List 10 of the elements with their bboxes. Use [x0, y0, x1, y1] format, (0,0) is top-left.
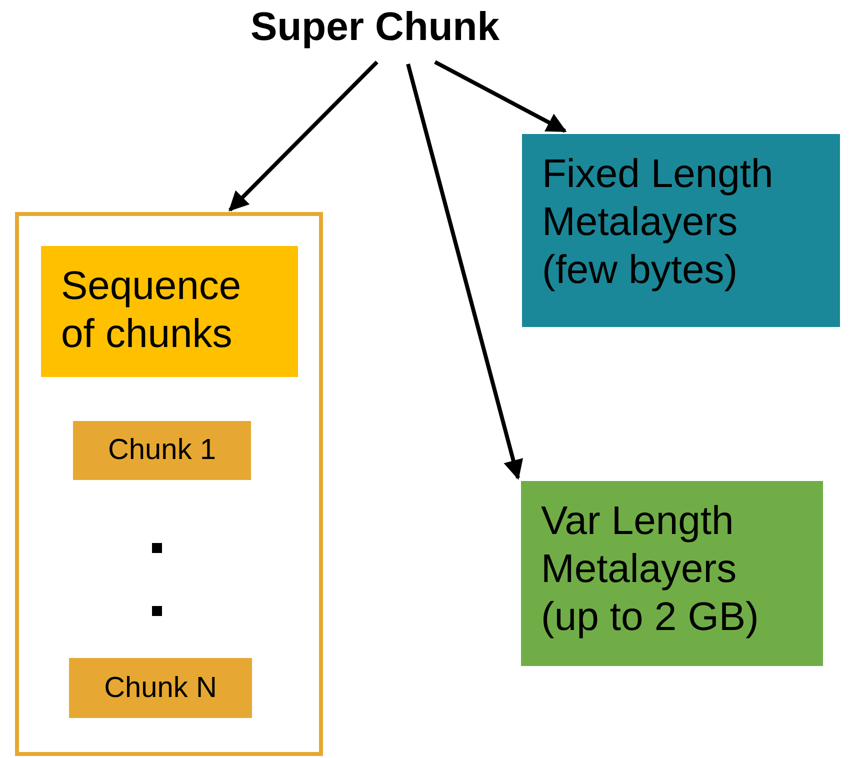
process-box: Fixed Length Metalayers (few bytes): [522, 134, 840, 327]
chunk-box: Chunk N: [69, 658, 252, 718]
process-box: Sequence of chunks: [41, 246, 298, 377]
title-text: Super Chunk: [205, 0, 545, 55]
arrow: [406, 63, 524, 480]
container-box: [15, 212, 323, 756]
process-box: Var Length Metalayers (up to 2 GB): [521, 481, 823, 666]
chunk-box: Chunk 1: [73, 421, 251, 480]
arrow: [434, 60, 567, 133]
arrow: [228, 60, 378, 212]
